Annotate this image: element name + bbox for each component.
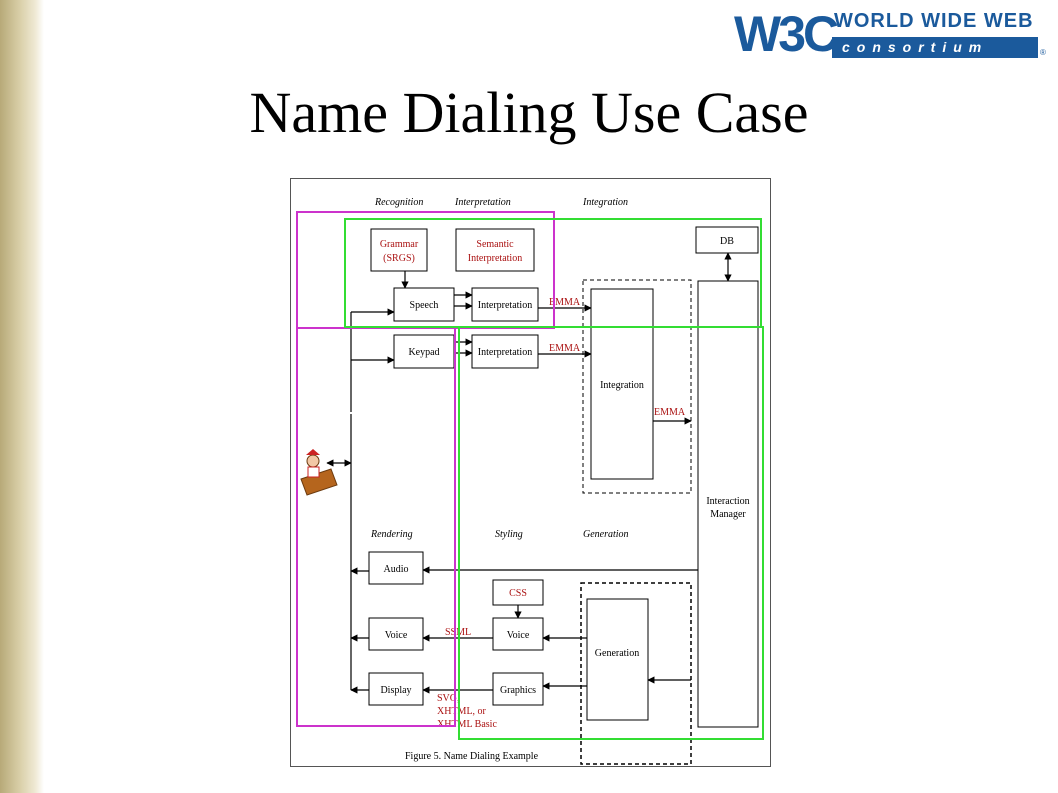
voice-render-box — [368, 617, 424, 651]
figure-caption: Figure 5. Name Dialing Example — [405, 751, 539, 762]
interaction-manager-box — [697, 280, 759, 728]
display-label: Display — [380, 685, 411, 696]
audio-box — [368, 551, 424, 585]
header-integration: Integration — [582, 197, 628, 208]
interaction-manager-label-2: Manager — [710, 509, 746, 520]
magenta-group-extension — [296, 328, 456, 727]
voice-style-label: Voice — [507, 630, 530, 641]
generation-label: Generation — [595, 648, 639, 659]
green-main-outline — [458, 326, 764, 740]
w3c-logo-org-line1: WORLD WIDE WEB — [834, 10, 1034, 32]
emma-label-2: EMMA — [549, 343, 581, 354]
keypad-box — [393, 334, 455, 369]
header-styling: Styling — [495, 529, 523, 540]
generation-box — [586, 598, 649, 721]
audio-label: Audio — [384, 564, 409, 575]
display-box — [368, 672, 424, 706]
integration-box — [590, 288, 654, 480]
grammar-box — [370, 228, 428, 272]
emma-label-1: EMMA — [549, 297, 581, 308]
integration-label: Integration — [600, 380, 644, 391]
css-label: CSS — [509, 588, 527, 599]
name-dialing-figure: Recognition Interpretation Integration R… — [290, 178, 771, 767]
keypad-label: Keypad — [408, 347, 439, 358]
db-box — [695, 226, 759, 254]
voice-style-box — [492, 617, 544, 651]
w3c-logo-mark: W3C — [734, 6, 839, 62]
graphics-label: Graphics — [500, 685, 536, 696]
generation-dashed-frame — [580, 582, 692, 765]
interpretation-speech-label: Interpretation — [478, 300, 532, 311]
grammar-label-1: Grammar — [380, 239, 419, 250]
interpretation-keypad-label: Interpretation — [478, 347, 532, 358]
w3c-logo-registered: ® — [1040, 48, 1046, 57]
speech-box — [393, 287, 455, 322]
decorative-side-band — [0, 0, 44, 793]
semantic-label-2: Interpretation — [468, 253, 522, 264]
db-label: DB — [720, 236, 734, 247]
css-box — [492, 579, 544, 606]
w3c-logo: W3C WORLD WIDE WEB consortium ® — [734, 6, 1046, 62]
slide-title: Name Dialing Use Case — [249, 80, 809, 145]
header-rendering: Rendering — [370, 529, 413, 540]
header-interpretation: Interpretation — [454, 197, 511, 208]
header-generation: Generation — [583, 529, 629, 540]
w3c-logo-org-line2: consortium — [832, 37, 1038, 58]
graphics-box — [492, 672, 544, 706]
user-figure-icon — [300, 449, 338, 496]
emma-label-3: EMMA — [654, 407, 686, 418]
header-recognition: Recognition — [374, 197, 423, 208]
semantic-label-1: Semantic — [476, 239, 514, 250]
semantic-interpretation-box — [455, 228, 535, 272]
speech-label: Speech — [410, 300, 439, 311]
voice-render-label: Voice — [385, 630, 408, 641]
integration-dashed-frame — [582, 279, 692, 494]
interpretation-speech-box — [471, 287, 539, 322]
architecture-diagram: Recognition Interpretation Integration R… — [296, 197, 764, 765]
grammar-label-2: (SRGS) — [383, 253, 415, 264]
interaction-manager-label-1: Interaction — [706, 496, 749, 507]
